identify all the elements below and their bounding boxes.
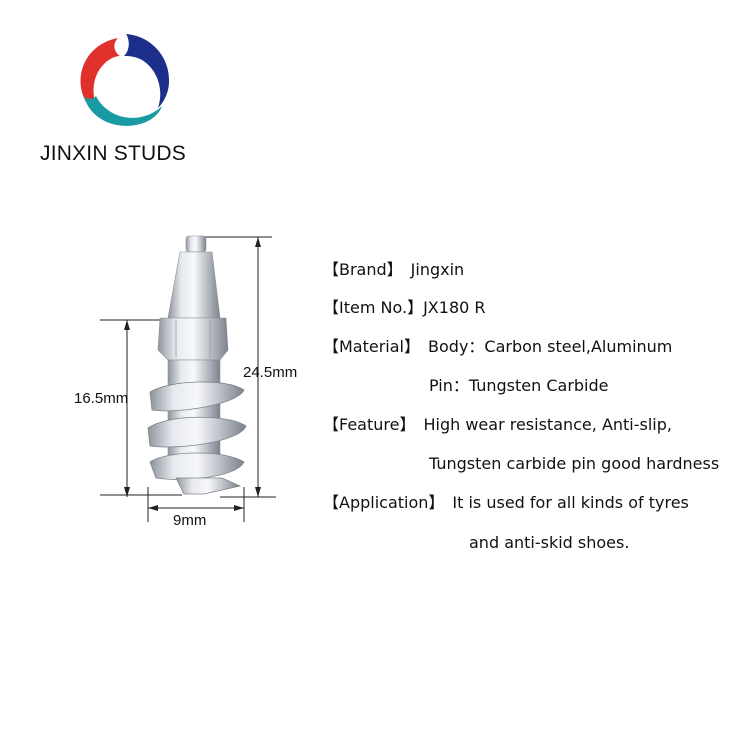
spec-material-line2: Pin：Tungsten Carbide [429,376,609,395]
jinxin-swirl-logo-icon [80,34,170,126]
brand-name: JINXIN STUDS [40,142,186,165]
spec-application-value: It is used for all kinds of tyres [452,493,689,512]
spec-feature-line2: Tungsten carbide pin good hardness [429,454,720,473]
spec-material-value: Body：Carbon steel,Aluminum [428,337,673,356]
spec-application-line2: and anti-skid shoes. [469,533,630,552]
spec-brand-key: 【Brand】 [323,260,403,279]
spec-material: 【Material】 Body：Carbon steel,Aluminum [323,337,672,357]
spec-application-key: 【Application】 [323,493,445,512]
stud-image [147,235,247,495]
height-total-label: 24.5mm [243,364,298,381]
spec-item-no-value: JX180 R [423,298,486,317]
spec-feature-value: High wear resistance, Anti-slip, [423,415,672,434]
dimension-lines [100,236,276,522]
spec-feature-key: 【Feature】 [323,415,416,434]
spec-application: 【Application】 It is used for all kinds of… [323,493,689,513]
spec-material-key: 【Material】 [323,337,421,356]
spec-feature: 【Feature】 High wear resistance, Anti-slip… [323,415,672,435]
width-label: 9mm [173,512,207,529]
spec-item-no: 【Item No.】JX180 R [323,298,486,318]
spec-brand: 【Brand】 Jingxin [323,260,464,280]
height-screw-label: 16.5mm [74,390,129,407]
dimension-arrows [124,237,261,511]
spec-brand-value: Jingxin [410,260,465,279]
brand-logo: JINXIN STUDS [40,30,210,170]
spec-item-no-key: 【Item No.】 [323,298,424,317]
